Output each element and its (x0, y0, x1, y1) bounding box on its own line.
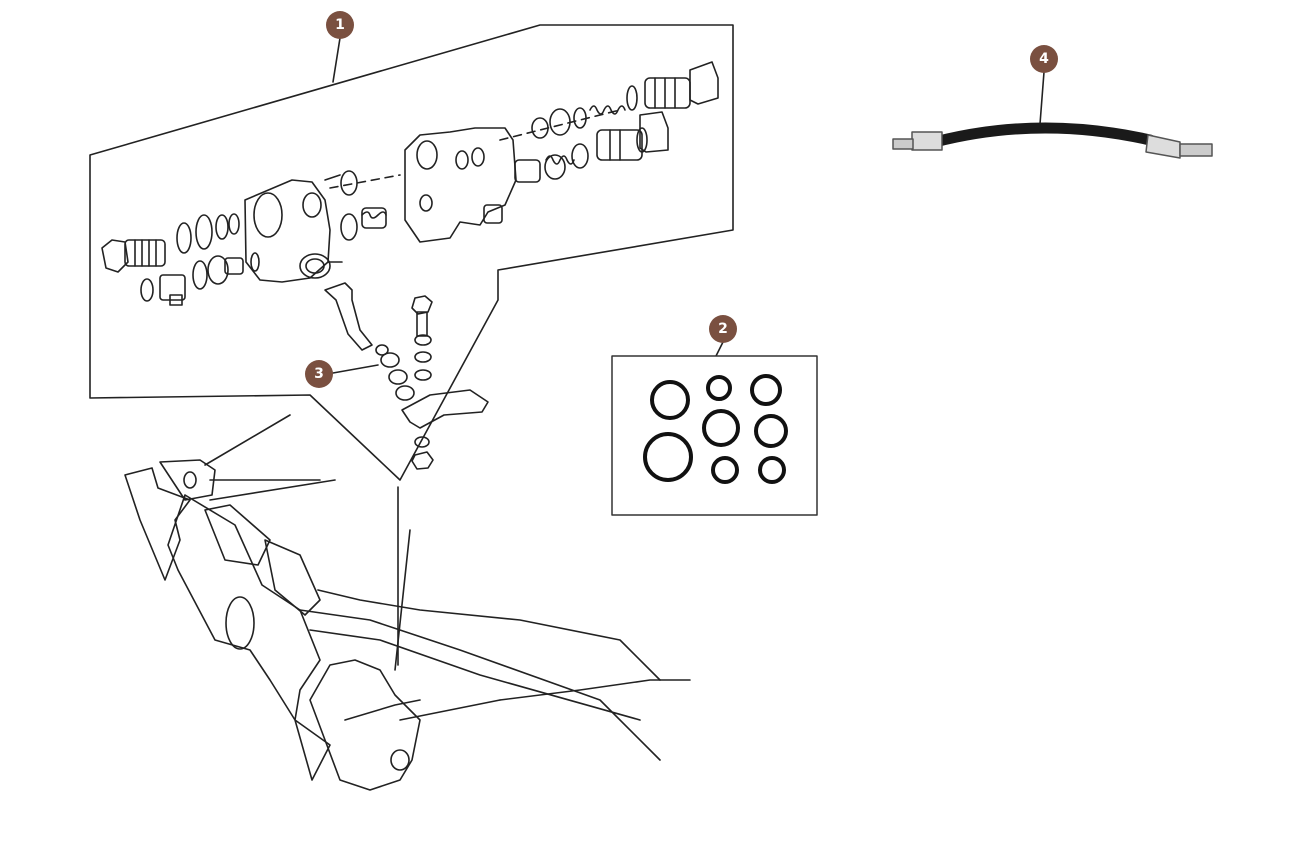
fitting-bolt-left[interactable] (101, 239, 166, 273)
linkage-bolt-and-nuts[interactable] (401, 295, 489, 470)
linkage-pushrod[interactable] (324, 282, 389, 356)
callout-1-leader (332, 37, 341, 83)
frame-to-valve-guide-lines (204, 414, 691, 721)
callout-badge-2[interactable]: 2 (709, 315, 737, 343)
rear-axle-frame[interactable] (124, 459, 661, 791)
o-ring-set (643, 374, 788, 484)
linkage-washers[interactable] (380, 352, 415, 401)
callout-badge-1[interactable]: 1 (326, 11, 354, 39)
valve-o-rings-left[interactable] (176, 213, 240, 254)
callout-2-leader (715, 341, 724, 357)
callout-badge-4[interactable]: 4 (1030, 45, 1058, 73)
flexible-brake-hose[interactable] (892, 122, 1213, 159)
callout-badge-3[interactable]: 3 (305, 360, 333, 388)
adjuster-bolt-top[interactable] (639, 61, 719, 153)
o-ring-kit-box[interactable] (611, 355, 818, 516)
callout-3-leader (332, 364, 379, 374)
fitting-bolt-lower[interactable] (140, 252, 260, 306)
valve-body-left[interactable] (244, 174, 343, 283)
valve-assembly-panel[interactable] (89, 24, 734, 481)
assembly-axis-line (329, 109, 621, 189)
valve-body-right[interactable] (404, 127, 517, 243)
callout-4-leader (1039, 71, 1045, 125)
piston-parts-right[interactable] (514, 85, 648, 183)
